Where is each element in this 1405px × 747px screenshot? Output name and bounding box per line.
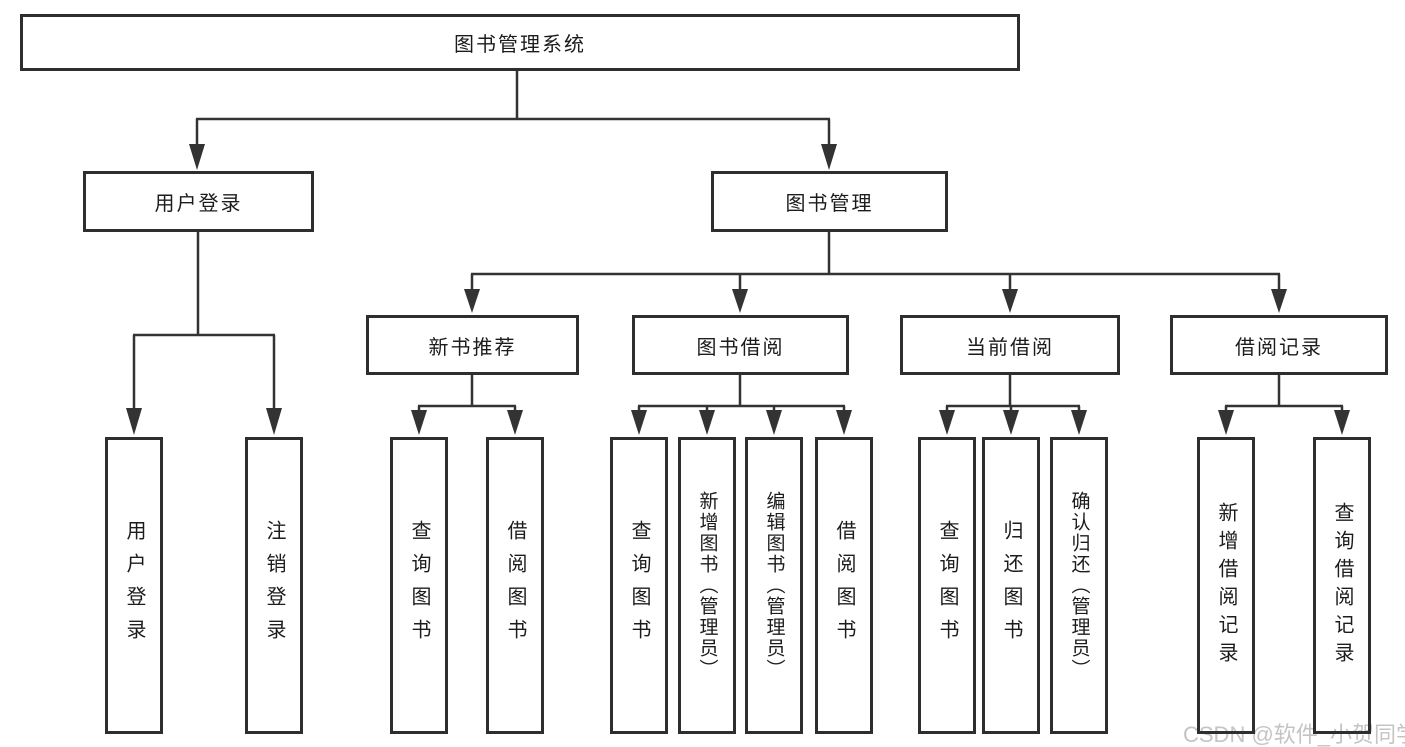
leaf-confirm-return-admin: 确认归还（管理员）: [1050, 437, 1108, 734]
leaf-query-borrow-record: 查询借阅记录: [1313, 437, 1371, 734]
leaf-add-books-admin: 新增图书（管理员）: [678, 437, 736, 734]
node-book-borrow-label: 图书借阅: [696, 336, 785, 359]
node-book-borrow: 图书借阅: [632, 315, 849, 375]
node-book-management-branch-label: 图书管理: [785, 193, 874, 215]
leaf-query-books-recommend: 查询图书: [390, 437, 448, 734]
leaf-query-books-current: 查询图书: [918, 437, 976, 734]
leaf-logout-label: 注销登录: [263, 519, 285, 652]
leaf-borrow-books: 借阅图书: [815, 437, 873, 734]
leaf-edit-books-admin-label: 编辑图书（管理员）: [763, 491, 785, 680]
leaf-borrow-books-recommend-label: 借阅图书: [504, 519, 526, 652]
leaf-user-login-label: 用户登录: [123, 519, 145, 652]
leaf-borrow-books-recommend: 借阅图书: [486, 437, 544, 734]
node-borrow-records: 借阅记录: [1170, 315, 1388, 375]
node-new-book-recommend: 新书推荐: [366, 315, 579, 375]
leaf-query-books-recommend-label: 查询图书: [408, 519, 430, 652]
node-current-borrow-label: 当前借阅: [966, 336, 1054, 359]
leaf-user-login: 用户登录: [105, 437, 163, 734]
leaf-return-books-label: 归还图书: [1000, 519, 1022, 652]
node-user-login-branch: 用户登录: [83, 171, 314, 232]
leaf-query-books-borrow-label: 查询图书: [628, 519, 650, 652]
leaf-add-books-admin-label: 新增图书（管理员）: [696, 491, 718, 680]
csdn-watermark: CSDN @软件_小贺同学: [1183, 722, 1405, 747]
leaf-return-books: 归还图书: [982, 437, 1040, 734]
node-new-book-recommend-label: 新书推荐: [428, 336, 517, 359]
leaf-logout: 注销登录: [245, 437, 303, 734]
leaf-borrow-books-label: 借阅图书: [833, 519, 855, 652]
leaf-add-borrow-record: 新增借阅记录: [1197, 437, 1255, 734]
node-book-management-branch: 图书管理: [711, 171, 948, 232]
leaf-add-borrow-record-label: 新增借阅记录: [1215, 501, 1237, 670]
leaf-query-books-current-label: 查询图书: [936, 519, 958, 652]
node-root-system-label: 图书管理系统: [454, 34, 586, 56]
leaf-query-borrow-record-label: 查询借阅记录: [1331, 501, 1353, 670]
node-current-borrow: 当前借阅: [900, 315, 1120, 375]
node-borrow-records-label: 借阅记录: [1235, 336, 1323, 359]
leaf-query-books-borrow: 查询图书: [610, 437, 668, 734]
leaf-edit-books-admin: 编辑图书（管理员）: [745, 437, 803, 734]
node-root-system: 图书管理系统: [20, 14, 1020, 71]
node-user-login-branch-label: 用户登录: [154, 193, 243, 215]
leaf-confirm-return-admin-label: 确认归还（管理员）: [1068, 491, 1090, 680]
